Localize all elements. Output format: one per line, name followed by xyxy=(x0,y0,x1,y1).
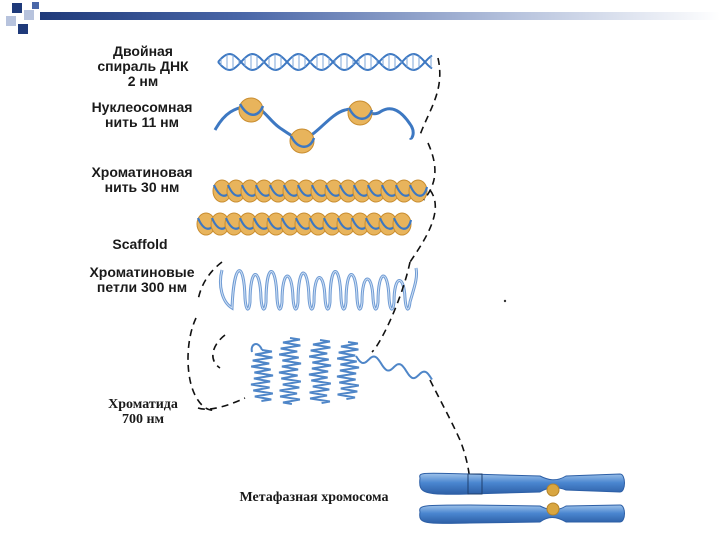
chromatid-lead xyxy=(252,344,262,352)
chromatid-700nm xyxy=(251,338,432,404)
chromatid-coil xyxy=(251,350,273,401)
nucleosome-bead xyxy=(348,101,372,125)
nucleosome-fiber xyxy=(215,98,413,153)
nucleosome-bead xyxy=(239,98,263,122)
chromatid-coil xyxy=(337,342,359,399)
chromatid-tail xyxy=(356,356,432,380)
connector-line xyxy=(198,262,222,300)
connector-line xyxy=(198,398,245,409)
dna-double-helix xyxy=(218,54,432,70)
nucleosome-bead xyxy=(409,180,427,202)
nucleosome-bead xyxy=(290,129,314,153)
connector-line xyxy=(420,58,440,135)
nucleosome-bead xyxy=(393,213,411,235)
dashed-connectors xyxy=(188,58,470,485)
connector-line xyxy=(213,335,225,368)
chromatid-coil xyxy=(279,338,301,404)
metaphase-chromosome xyxy=(420,473,625,523)
chromatin-loops-300nm xyxy=(220,268,416,309)
chromatid-coil xyxy=(309,340,331,403)
dot-mark xyxy=(504,300,506,302)
centromere xyxy=(547,503,559,515)
connector-line xyxy=(188,318,215,410)
connector-line xyxy=(430,380,470,485)
chromatin-30nm-fiber xyxy=(197,180,427,235)
centromere xyxy=(547,484,559,496)
